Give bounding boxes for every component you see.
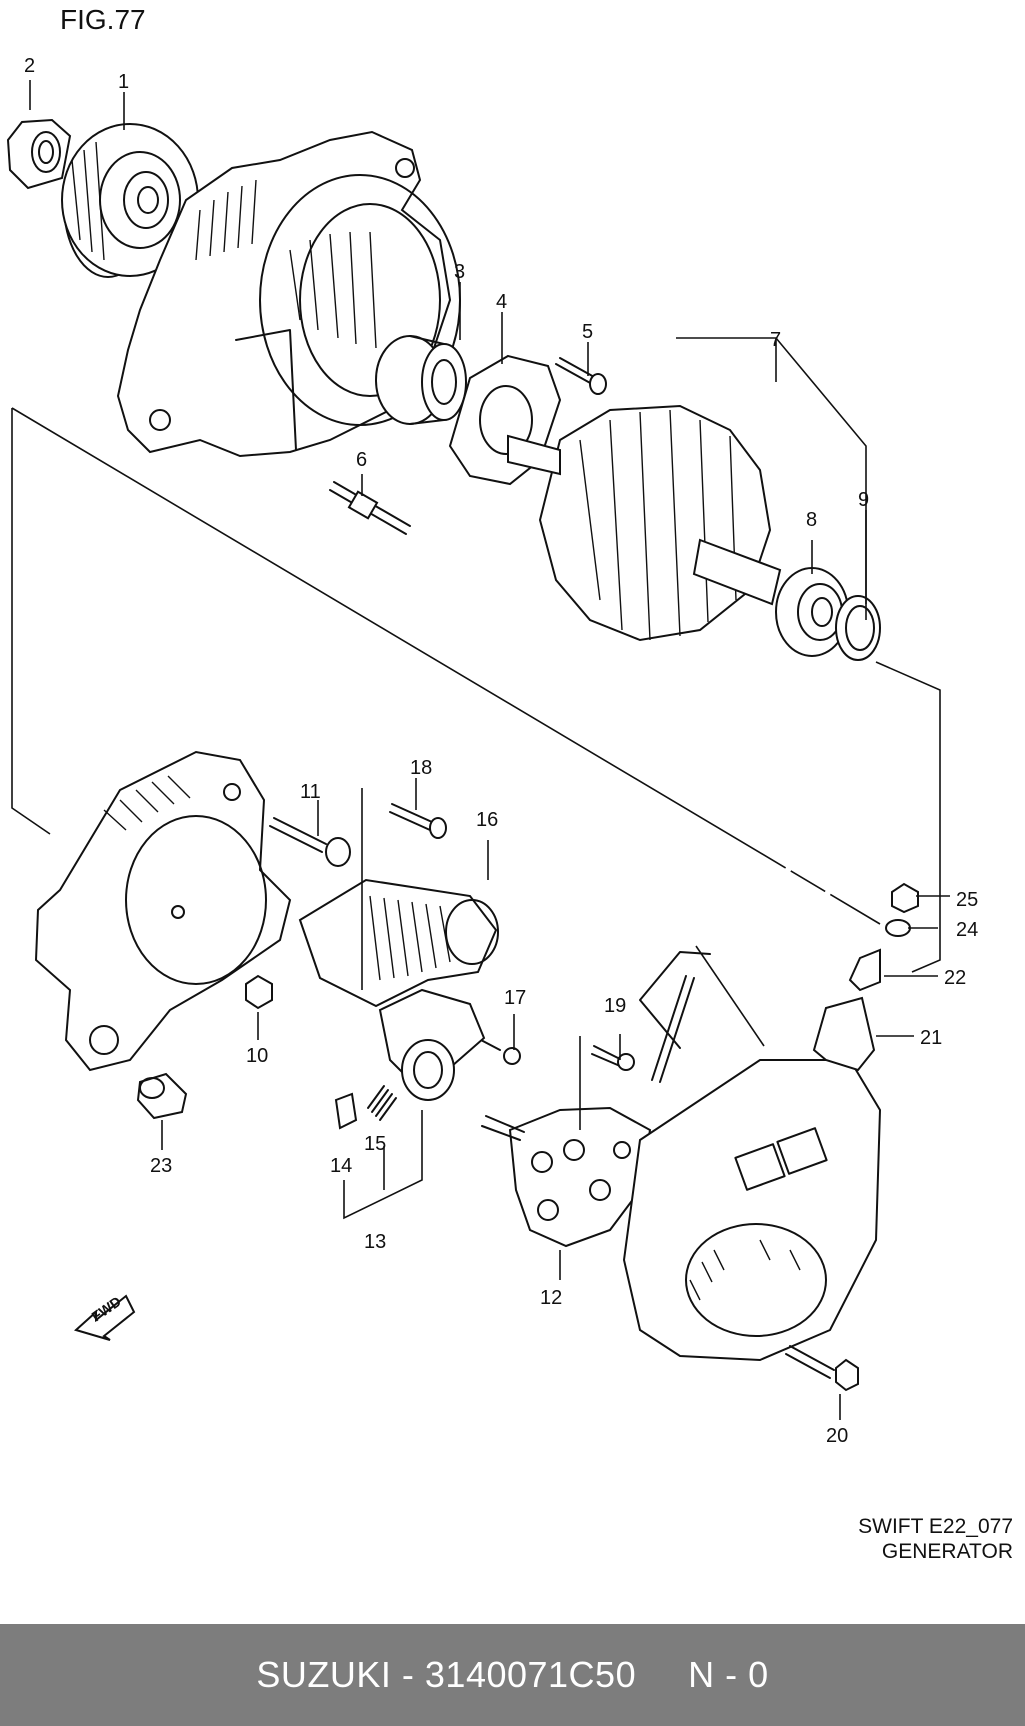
callout-7: 7 bbox=[770, 329, 781, 351]
part-brush bbox=[334, 1092, 358, 1130]
callout-3: 3 bbox=[454, 261, 465, 283]
part-nut-10 bbox=[245, 974, 273, 1010]
footer-code: N - 0 bbox=[688, 1654, 769, 1695]
callout-15: 15 bbox=[364, 1133, 386, 1155]
part-ring bbox=[835, 595, 881, 661]
callout-5: 5 bbox=[582, 321, 593, 343]
caption-model: SWIFT E22_077 bbox=[858, 1515, 1013, 1538]
callout-25: 25 bbox=[956, 889, 978, 911]
part-regulator bbox=[298, 878, 499, 1008]
callout-4: 4 bbox=[496, 291, 507, 313]
part-screw-5 bbox=[555, 357, 607, 395]
part-insulator bbox=[848, 948, 881, 992]
part-nut bbox=[6, 118, 72, 190]
callout-2: 2 bbox=[24, 55, 35, 77]
callout-17: 17 bbox=[504, 987, 526, 1009]
callout-1: 1 bbox=[118, 71, 129, 93]
callout-21: 21 bbox=[920, 1027, 942, 1049]
part-terminal-cap bbox=[812, 996, 876, 1072]
callout-18: 18 bbox=[410, 757, 432, 779]
callout-10: 10 bbox=[246, 1045, 268, 1067]
footer-bar: SUZUKI - 3140071C50 N - 0 bbox=[0, 1624, 1025, 1726]
generator-exploded-diagram: 2 1 3 4 5 7 6 9 8 18 11 16 25 24 22 17 1… bbox=[6, 55, 978, 1447]
fwd-arrow-icon bbox=[74, 1294, 136, 1341]
part-rotor bbox=[507, 404, 782, 642]
part-washer-24 bbox=[885, 919, 911, 937]
part-brush-holder bbox=[378, 988, 486, 1101]
figure-title: FIG.77 bbox=[60, 4, 146, 35]
part-rear-cover bbox=[622, 951, 882, 1362]
callout-6: 6 bbox=[356, 449, 367, 471]
callout-8: 8 bbox=[806, 509, 817, 531]
part-bolt-11 bbox=[269, 817, 351, 867]
callout-12: 12 bbox=[540, 1287, 562, 1309]
callout-9: 9 bbox=[858, 489, 869, 511]
callout-23: 23 bbox=[150, 1155, 172, 1177]
part-bushing bbox=[136, 1072, 188, 1120]
callout-22: 22 bbox=[944, 967, 966, 989]
part-bearing-front bbox=[375, 335, 467, 425]
part-pulley bbox=[61, 123, 199, 278]
callout-16: 16 bbox=[476, 809, 498, 831]
part-spring bbox=[367, 1085, 397, 1121]
part-screw-18 bbox=[389, 803, 447, 839]
callout-20: 20 bbox=[826, 1425, 848, 1447]
callout-19: 19 bbox=[604, 995, 626, 1017]
part-bearing-rear bbox=[775, 567, 849, 657]
callout-24: 24 bbox=[956, 919, 978, 941]
callout-14: 14 bbox=[330, 1155, 352, 1177]
part-nut-25 bbox=[891, 882, 919, 914]
footer-brand-part: SUZUKI - 3140071C50 bbox=[256, 1654, 637, 1695]
part-stud-bolt bbox=[329, 481, 411, 535]
caption-name: GENERATOR bbox=[881, 1540, 1013, 1563]
part-terminal-stud bbox=[651, 975, 695, 1083]
part-rear-frame bbox=[34, 750, 292, 1072]
callout-13: 13 bbox=[364, 1231, 386, 1253]
part-rectifier bbox=[481, 1106, 652, 1248]
part-bolt-20 bbox=[785, 1345, 859, 1392]
callout-11: 11 bbox=[300, 781, 321, 803]
part-screw-19 bbox=[591, 1045, 635, 1071]
